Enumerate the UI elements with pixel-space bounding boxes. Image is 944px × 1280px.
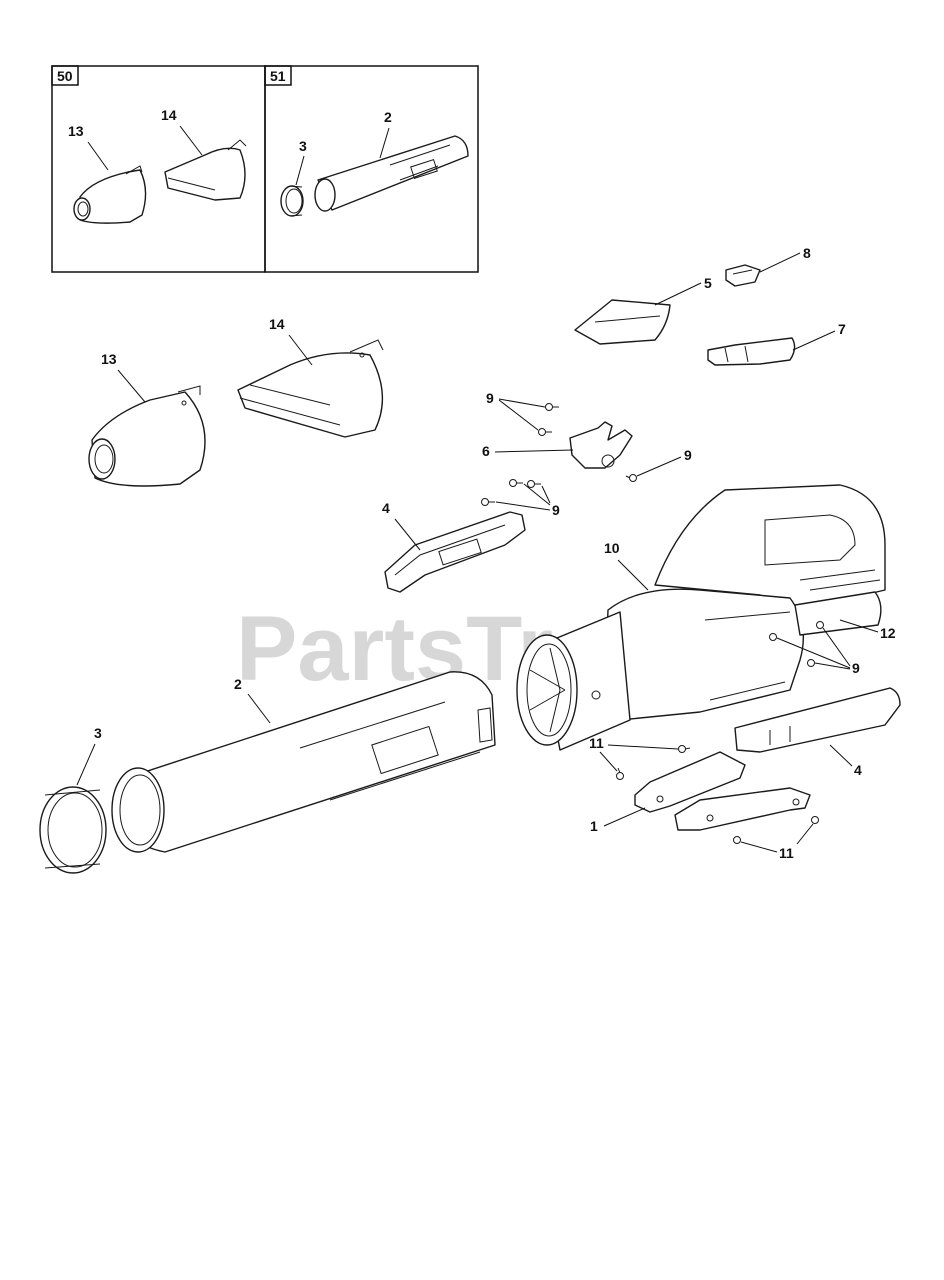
base-part-1[interactable] — [634, 751, 811, 831]
tube-ring[interactable] — [39, 786, 107, 874]
label-2: 2 — [234, 676, 242, 692]
label-11a: 11 — [589, 735, 604, 751]
leader-11a — [599, 744, 679, 772]
blower-tube[interactable] — [111, 671, 496, 853]
label-9d: 9 — [852, 660, 860, 676]
leader-14 — [288, 334, 313, 366]
kit51-leader-2 — [379, 127, 390, 159]
screw-11-top-2[interactable] — [616, 767, 624, 780]
kit-box-51[interactable]: 51 — [264, 65, 479, 273]
flat-nozzle[interactable] — [237, 339, 384, 438]
label-5: 5 — [704, 275, 712, 291]
label-9c: 9 — [552, 502, 560, 518]
leader-10 — [617, 559, 649, 591]
leader-12 — [839, 619, 879, 633]
screw-9-top-1[interactable] — [545, 403, 560, 411]
trigger-part-7[interactable] — [707, 337, 796, 366]
blower-housing[interactable] — [516, 484, 886, 751]
latch-part-8[interactable] — [725, 264, 761, 287]
kit50-flat-nozzle[interactable] — [164, 139, 247, 201]
kit51-tube[interactable] — [314, 135, 469, 212]
leader-13 — [117, 369, 146, 403]
leader-9c — [495, 483, 551, 511]
label-9a: 9 — [486, 390, 494, 406]
leader-1 — [603, 807, 646, 827]
leader-2 — [247, 693, 271, 724]
leader-4b — [829, 744, 853, 767]
label-3: 3 — [94, 725, 102, 741]
leader-9a — [498, 398, 546, 431]
screw-9-mid[interactable] — [625, 474, 637, 482]
handle-cover-lower[interactable] — [734, 687, 901, 753]
kit51-leader-3 — [295, 155, 305, 186]
kit50-leader-14 — [179, 125, 203, 156]
handle-cover-upper[interactable] — [384, 511, 526, 593]
label-6: 6 — [482, 443, 490, 459]
screw-11-bottom-1[interactable] — [733, 836, 741, 844]
screw-9-right-1[interactable] — [769, 633, 777, 641]
screw-11-top-1[interactable] — [678, 745, 691, 753]
round-nozzle[interactable] — [88, 385, 206, 487]
kit50-label-14: 14 — [161, 107, 177, 123]
label-1: 1 — [590, 818, 598, 834]
label-4b: 4 — [854, 762, 862, 778]
leader-4a — [394, 518, 421, 551]
screw-9-left-2[interactable] — [509, 479, 524, 487]
leader-5 — [654, 282, 702, 306]
leader-3 — [76, 743, 96, 786]
leader-11b — [740, 823, 814, 853]
label-12: 12 — [880, 625, 896, 641]
leader-8 — [759, 252, 801, 273]
kit50-leader-13 — [87, 141, 109, 171]
label-10: 10 — [604, 540, 620, 556]
leader-9d — [776, 627, 851, 670]
screw-9-right-3[interactable] — [816, 621, 824, 629]
kit51-label-3: 3 — [299, 138, 307, 154]
label-9b: 9 — [684, 447, 692, 463]
leader-6 — [494, 449, 574, 453]
leader-9b — [636, 456, 682, 477]
lock-part-6[interactable] — [569, 421, 633, 469]
label-14: 14 — [269, 316, 285, 332]
kit-50-label: 50 — [57, 68, 73, 84]
screw-9-right-2[interactable] — [807, 659, 815, 667]
screw-9-left-3[interactable] — [527, 480, 542, 488]
kit51-label-2: 2 — [384, 109, 392, 125]
kit51-ring[interactable] — [280, 185, 304, 217]
label-7: 7 — [838, 321, 846, 337]
label-4a: 4 — [382, 500, 390, 516]
kit50-round-nozzle[interactable] — [73, 165, 147, 224]
label-8: 8 — [803, 245, 811, 261]
screw-9-top-2[interactable] — [538, 428, 553, 436]
screw-11-bottom-2[interactable] — [811, 816, 819, 824]
label-11b: 11 — [779, 845, 794, 861]
kit-51-label: 51 — [270, 68, 286, 84]
screw-9-left-1[interactable] — [481, 498, 496, 506]
label-13: 13 — [101, 351, 117, 367]
leader-7 — [792, 330, 836, 351]
kit50-label-13: 13 — [68, 123, 84, 139]
wedge-part-5[interactable] — [574, 299, 671, 345]
